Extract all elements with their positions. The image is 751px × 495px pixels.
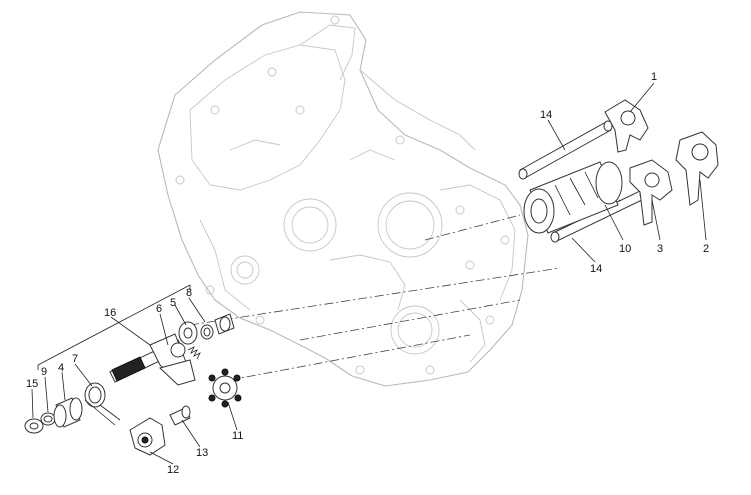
shift-fork-2 xyxy=(675,131,719,206)
callout-15: 15 xyxy=(26,378,38,390)
gearshift-shaft xyxy=(109,333,196,386)
callout-5: 5 xyxy=(170,297,176,309)
callout-12: 12 xyxy=(167,464,179,476)
callout-1: 1 xyxy=(651,71,657,83)
callout-2: 2 xyxy=(703,243,709,255)
spring-6 xyxy=(187,346,201,360)
callout-11: 11 xyxy=(232,430,243,442)
callout-3: 3 xyxy=(657,243,663,255)
washer-5 xyxy=(178,321,198,345)
shift-drum xyxy=(523,161,623,234)
shift-fork-1 xyxy=(604,99,649,153)
crankcase-half xyxy=(157,11,529,387)
callout-4: 4 xyxy=(58,362,64,374)
circlip-8 xyxy=(200,324,214,340)
callout-9: 9 xyxy=(41,366,47,378)
shift-fork-rod-upper xyxy=(518,120,613,180)
callout-14-lower: 14 xyxy=(590,263,602,275)
pin-13 xyxy=(169,405,191,426)
circlip-9 xyxy=(40,412,56,426)
bush-4 xyxy=(53,397,83,428)
callout-13: 13 xyxy=(196,447,208,459)
callout-10: 10 xyxy=(619,243,631,255)
spring-7 xyxy=(84,382,121,426)
callout-16: 16 xyxy=(104,307,116,319)
callout-labels: 1 2 3 4 5 6 7 8 9 10 11 12 13 14 14 15 1… xyxy=(26,71,709,476)
callout-7: 7 xyxy=(72,353,78,365)
callout-14-upper: 14 xyxy=(540,109,552,121)
index-lever-12 xyxy=(129,417,166,456)
bush-plain xyxy=(214,313,235,335)
leader-lines xyxy=(31,82,707,465)
washer-15 xyxy=(24,418,44,434)
shift-fork-3 xyxy=(629,159,673,226)
callout-6: 6 xyxy=(156,303,162,315)
shaft-group-bracket xyxy=(37,284,191,370)
selector-star-11 xyxy=(208,368,242,408)
callout-8: 8 xyxy=(186,287,192,299)
